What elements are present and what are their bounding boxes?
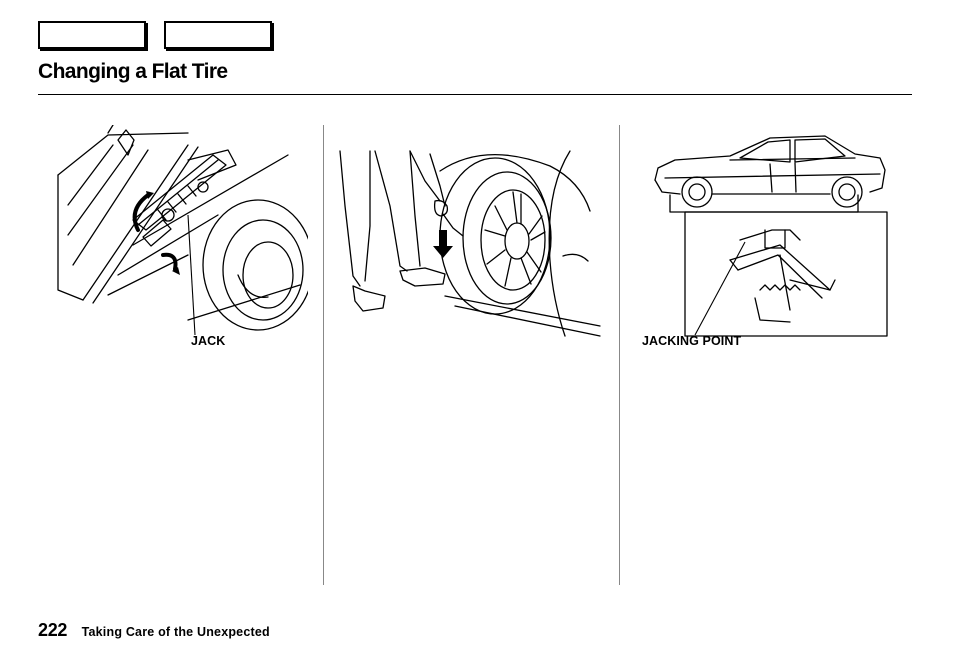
nav-next-button[interactable]	[164, 21, 272, 49]
jacking-point-label: JACKING POINT	[642, 334, 742, 348]
title-divider	[38, 94, 912, 95]
jack-label: JACK	[191, 334, 226, 348]
lug-nut-illustration	[335, 146, 605, 346]
jack-storage-illustration	[38, 125, 308, 347]
page-title: Changing a Flat Tire	[38, 60, 228, 83]
column-divider	[323, 125, 324, 585]
section-name: Taking Care of the Unexpected	[81, 625, 270, 639]
column-divider	[619, 125, 620, 585]
page-number: 222	[38, 620, 68, 640]
nav-prev-button[interactable]	[38, 21, 146, 49]
jacking-point-illustration	[640, 130, 912, 340]
page-footer: 222 Taking Care of the Unexpected	[38, 620, 270, 641]
